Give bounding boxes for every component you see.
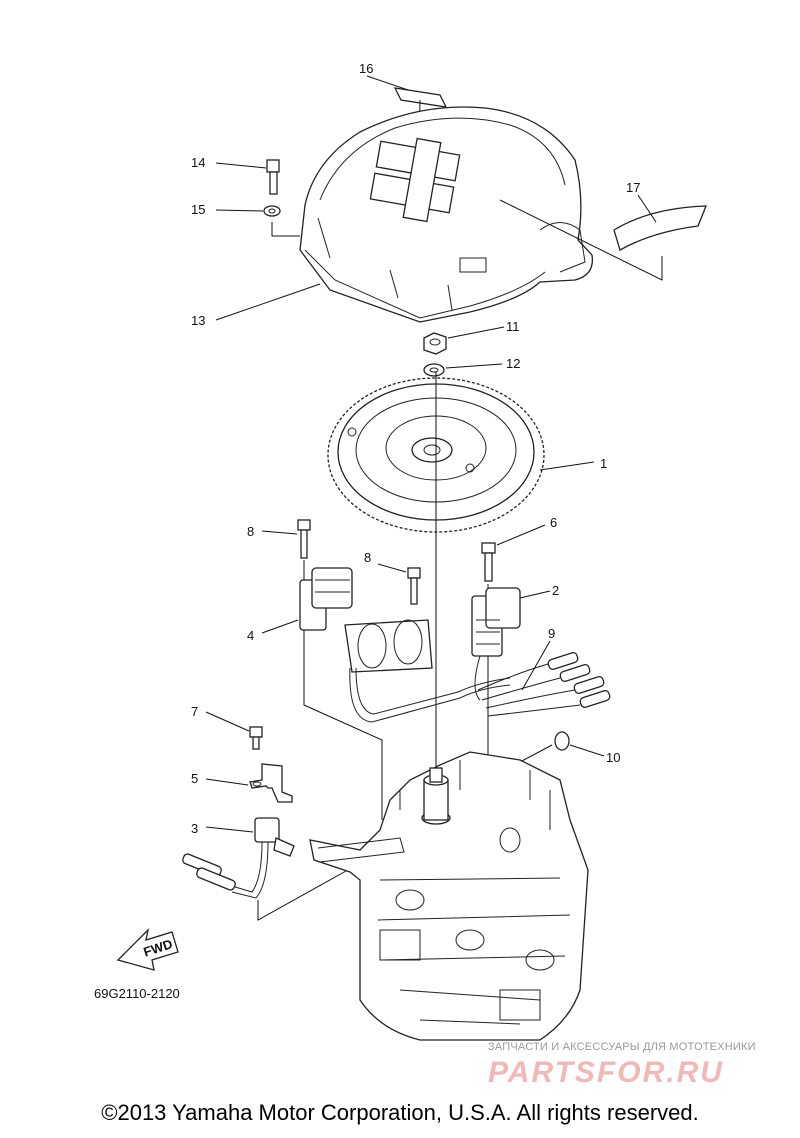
callout-1: 1 (600, 456, 607, 471)
callout-7: 7 (191, 704, 198, 719)
callout-8-center: 8 (364, 550, 371, 565)
part-8-bolt-center (377, 563, 421, 605)
copyright-notice: ©2013 Yamaha Motor Corporation, U.S.A. A… (101, 1100, 699, 1125)
part-2-pulser-coil (471, 587, 551, 701)
callout-17: 17 (626, 180, 640, 195)
callout-11: 11 (506, 319, 520, 334)
diagram-code: 69G2110-2120 (94, 986, 180, 1001)
part-12-washer (423, 363, 503, 377)
callout-2: 2 (552, 583, 559, 598)
part-5-clamp (205, 763, 293, 803)
fwd-arrow-icon: FWD (116, 928, 179, 971)
callout-3: 3 (191, 821, 198, 836)
callout-12: 12 (506, 356, 520, 371)
callout-16: 16 (359, 61, 373, 76)
callout-5: 5 (191, 771, 198, 786)
callout-15: 15 (191, 202, 205, 217)
part-11-nut (423, 326, 505, 355)
callout-9: 9 (548, 626, 555, 641)
callout-8-left: 8 (247, 524, 254, 539)
callout-labels: 1 2 3 4 5 6 7 8 8 9 10 11 12 13 14 15 16… (191, 61, 640, 836)
callout-14: 14 (191, 155, 205, 170)
callout-10: 10 (606, 750, 620, 765)
callout-6: 6 (550, 515, 557, 530)
part-10-grommet (504, 731, 605, 771)
part-9-wire-harness (477, 640, 611, 717)
watermark-tagline: ЗАПЧАСТИ И АКСЕССУАРЫ ДЛЯ МОТОТЕХНИКИ (488, 1041, 756, 1053)
callout-13: 13 (191, 313, 205, 328)
part-3-sensor (182, 817, 356, 921)
part-1-flywheel (327, 377, 595, 533)
part-7-bolt (205, 711, 263, 750)
watermark-logo: PARTSFOR.RU (488, 1056, 724, 1089)
engine-block (309, 751, 589, 1041)
part-15-washer (215, 205, 300, 237)
part-13-flywheel-cover (299, 106, 594, 323)
callout-4: 4 (247, 628, 254, 643)
part-4-charge-coil (261, 567, 511, 820)
part-17-decal (499, 194, 707, 281)
part-14-bolt (215, 159, 280, 195)
